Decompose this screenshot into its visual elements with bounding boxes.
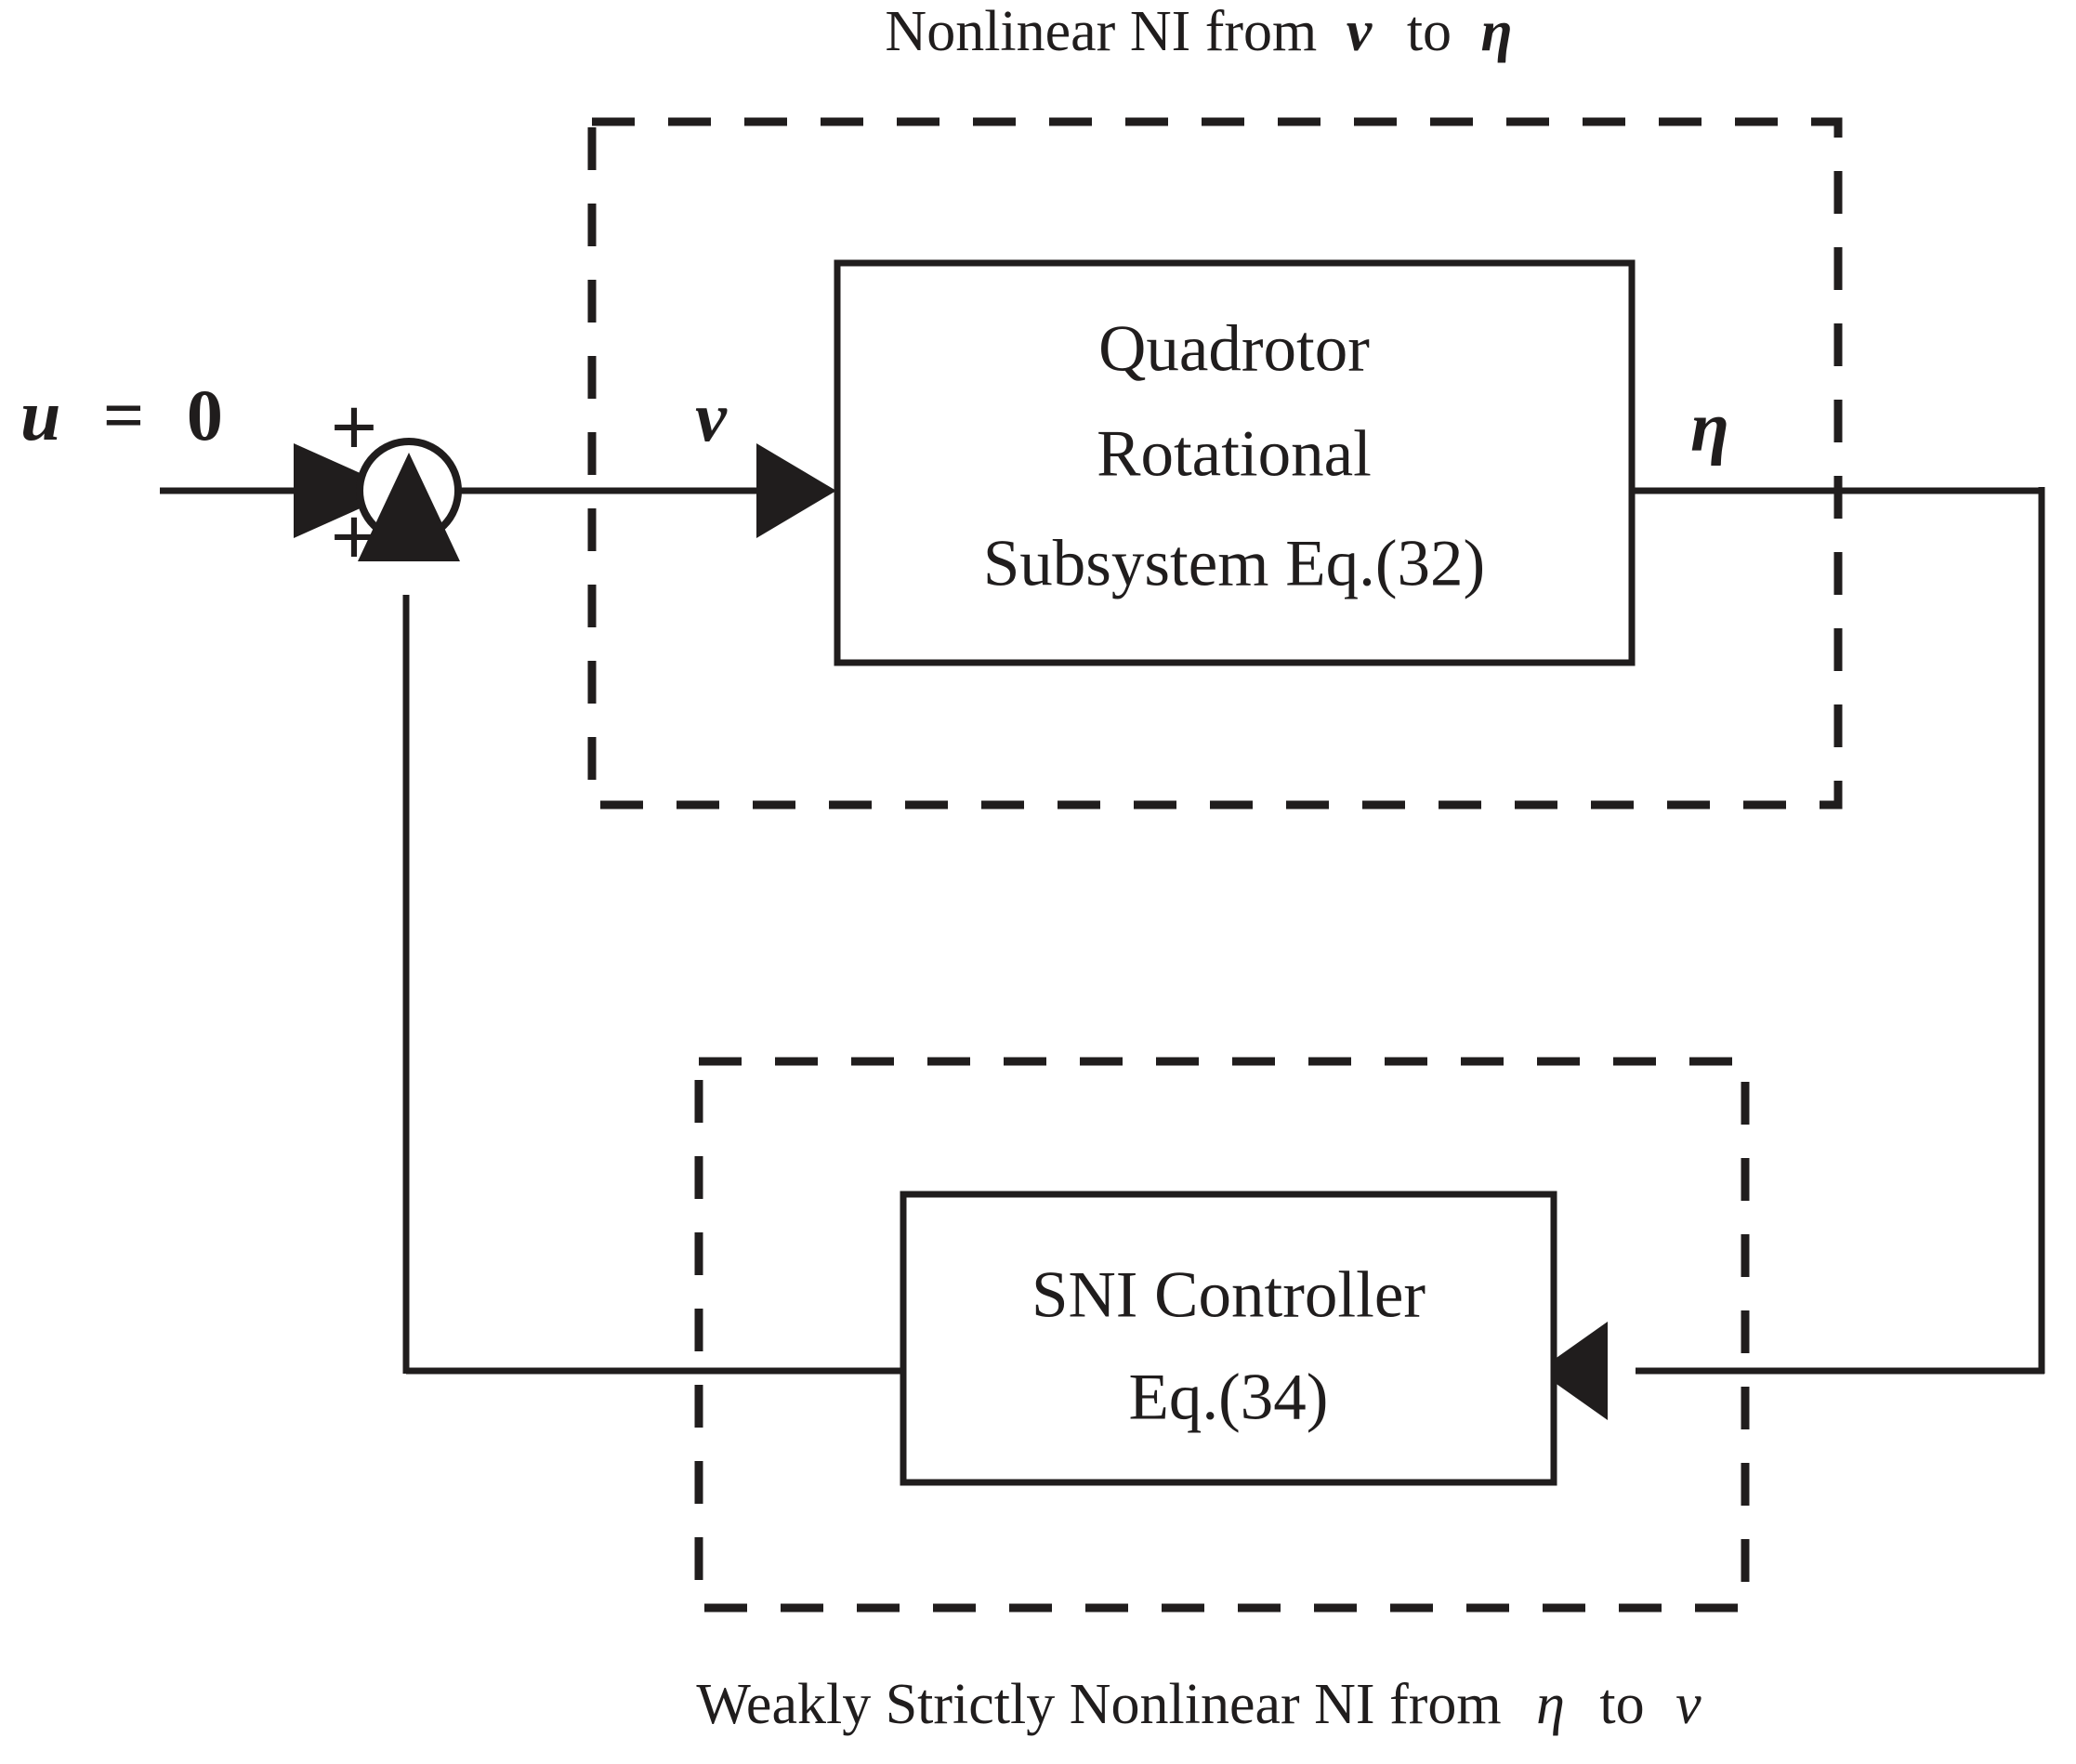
signal-label-eta: η <box>1690 388 1729 466</box>
top-boundary-prefix: Nonlinear NI from <box>885 0 1317 63</box>
controller-block-line-2: Eq.(34) <box>1129 1361 1329 1433</box>
summing-junction-plus-bottom: + <box>331 493 377 582</box>
plant-block-line-1: Quadrotor <box>1098 312 1370 385</box>
summing-junction-plus-top: + <box>331 383 377 472</box>
bottom-boundary-to-symbol: v <box>1675 1673 1702 1736</box>
feedback-arrowhead <box>358 453 460 561</box>
bottom-boundary-label: Weakly Strictly Nonlinear NI from η to v <box>696 1673 1702 1736</box>
input-arrowhead <box>294 443 400 538</box>
bottom-boundary-from-symbol: η <box>1536 1673 1565 1736</box>
controller-input-arrowhead <box>1538 1322 1608 1420</box>
dashed-boundary-plant <box>587 117 1843 810</box>
bottom-boundary-mid: to <box>1599 1673 1644 1736</box>
top-boundary-mid: to <box>1407 0 1452 63</box>
bottom-boundary-prefix: Weakly Strictly Nonlinear NI from <box>696 1673 1501 1736</box>
plant-block-line-3: Subsystem Eq.(32) <box>983 527 1485 599</box>
controller-block-line-1: SNI Controller <box>1031 1258 1426 1331</box>
input-equals: = <box>103 375 144 455</box>
plant-block-line-2: Rotational <box>1097 417 1372 490</box>
dashed-boundary-controller <box>694 1057 1750 1613</box>
controller-block-rect <box>900 1191 1557 1486</box>
top-boundary-from-symbol: v <box>1347 0 1373 63</box>
plant-block-rect <box>834 259 1636 666</box>
signal-label-v: v <box>695 378 728 456</box>
input-value: 0 <box>187 375 223 455</box>
input-label: u = 0 <box>20 375 223 455</box>
top-boundary-to-symbol: η <box>1481 0 1513 63</box>
input-variable: u <box>20 375 60 455</box>
plant-input-arrowhead <box>756 443 836 538</box>
top-boundary-label: Nonlinear NI from v to η <box>885 0 1512 63</box>
